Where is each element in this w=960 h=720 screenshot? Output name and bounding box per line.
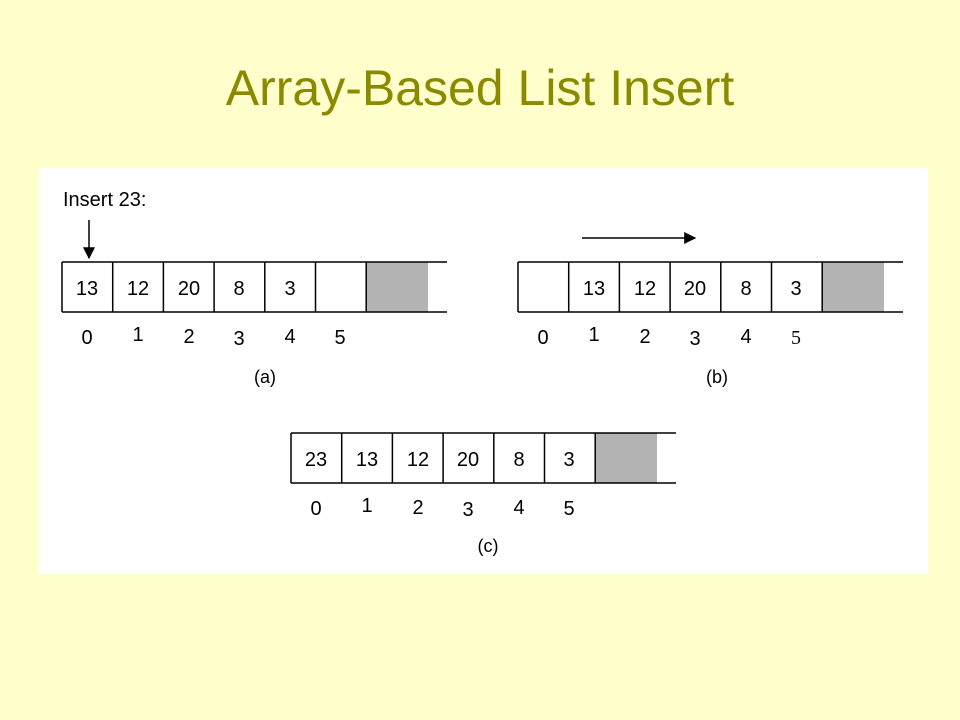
- array-c: 23 13 12 20 8 3 0 1 2 3 4 5 (c): [290, 432, 676, 556]
- array-a-index-1: 1: [132, 324, 143, 346]
- array-a: 13 12 20 8 3 0 1 2 3 4 5 (a): [61, 261, 447, 387]
- array-a-cell-4: 3: [284, 278, 295, 300]
- array-c-cell-5: 3: [563, 449, 574, 471]
- array-c-grid: [290, 432, 676, 484]
- array-c-shaded-cell: [595, 433, 657, 483]
- array-insert-diagram: Insert 23: 13 12 20 8 3 0 1 2 3 4 5 (a): [61, 189, 903, 556]
- array-c-index-2: 2: [412, 497, 423, 519]
- array-a-cell-0: 13: [76, 278, 98, 300]
- array-b-index-3: 3: [689, 328, 700, 350]
- array-a-cell-3: 8: [233, 278, 244, 300]
- caption-c: (c): [478, 536, 499, 556]
- array-c-index-3: 3: [462, 499, 473, 521]
- array-a-index-0: 0: [81, 327, 92, 349]
- array-b-index-0: 0: [537, 327, 548, 349]
- array-b-shaded-cell: [822, 262, 884, 312]
- array-b-cell-5: 3: [790, 278, 801, 300]
- page-title: Array-Based List Insert: [225, 60, 735, 116]
- array-a-grid: [61, 261, 447, 313]
- caption-b: (b): [706, 367, 728, 387]
- diagram-panel: Insert 23: 13 12 20 8 3 0 1 2 3 4 5 (a): [39, 168, 928, 574]
- array-b: 13 12 20 8 3 0 1 2 3 4 5 (b): [517, 261, 903, 387]
- array-b-index-5: 5: [791, 327, 801, 349]
- array-b-cell-4: 8: [740, 278, 751, 300]
- array-c-cell-0: 23: [305, 449, 327, 471]
- array-b-grid: [517, 261, 903, 313]
- array-c-cell-1: 13: [356, 449, 378, 471]
- array-a-cell-2: 20: [178, 278, 200, 300]
- array-c-index-5: 5: [563, 498, 574, 520]
- array-c-index-1: 1: [361, 495, 372, 517]
- array-b-index-2: 2: [639, 326, 650, 348]
- array-a-index-5: 5: [334, 327, 345, 349]
- array-b-cell-1: 13: [583, 278, 605, 300]
- array-a-shaded-cell: [366, 262, 428, 312]
- array-b-index-1: 1: [588, 324, 599, 346]
- array-a-index-2: 2: [183, 326, 194, 348]
- array-c-cell-4: 8: [513, 449, 524, 471]
- array-b-index-4: 4: [740, 326, 751, 348]
- array-c-index-4: 4: [513, 497, 524, 519]
- array-a-index-3: 3: [233, 328, 244, 350]
- array-c-index-0: 0: [310, 498, 321, 520]
- insert-label: Insert 23:: [63, 189, 146, 211]
- array-a-index-4: 4: [284, 326, 295, 348]
- caption-a: (a): [254, 367, 276, 387]
- array-a-cell-1: 12: [127, 278, 149, 300]
- array-b-cell-3: 20: [684, 278, 706, 300]
- array-b-cell-2: 12: [634, 278, 656, 300]
- array-c-cell-2: 12: [407, 449, 429, 471]
- array-c-cell-3: 20: [457, 449, 479, 471]
